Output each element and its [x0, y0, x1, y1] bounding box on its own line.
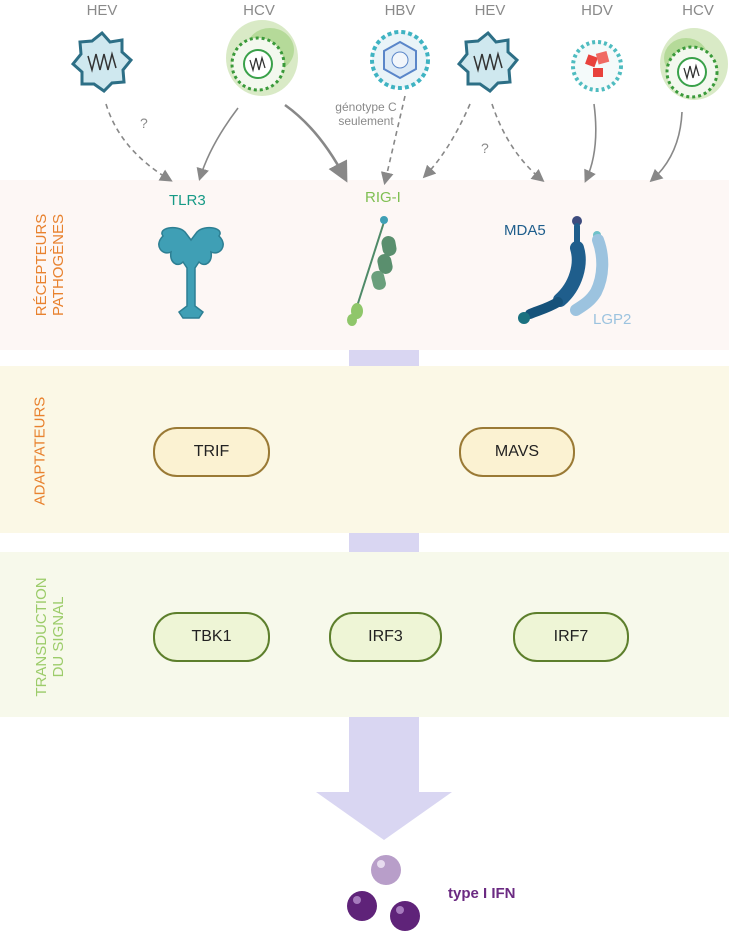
rigi-label: RIG-I — [365, 189, 401, 206]
virus-label-hbv: HBV — [384, 2, 416, 19]
adapters-band — [0, 366, 729, 533]
arrow-hbv-to-rigi — [380, 95, 406, 186]
lgp2-label: LGP2 — [593, 311, 632, 328]
mda5-label: MDA5 — [504, 222, 546, 239]
mavs-adapter: MAVS — [459, 427, 575, 477]
arrow-hcv-to-mda5 — [649, 111, 683, 183]
type-i-ifn-label: type I IFN — [448, 885, 516, 902]
hbv-genotype-note: génotype C seulement — [335, 100, 397, 128]
tbk1-node: TBK1 — [153, 612, 270, 662]
arrow-hev-to-tlr3 — [105, 103, 173, 182]
rigi-receptor-icon — [347, 216, 397, 326]
flow-connector-1 — [349, 350, 419, 366]
hcv-virus-icon — [660, 28, 728, 100]
irf7-label: IRF7 — [553, 628, 589, 645]
arrow-hcv-to-rigi — [284, 103, 348, 183]
hcv-virus-icon — [226, 20, 298, 96]
arrow-hdv-to-mda5 — [584, 103, 597, 183]
irf3-label: IRF3 — [368, 628, 403, 645]
mavs-label: MAVS — [494, 443, 540, 460]
virus-label-hev-1: HEV — [86, 2, 118, 19]
lgp2-receptor-icon — [570, 231, 609, 316]
virus-label-hcv-2: HCV — [682, 2, 714, 19]
hdv-virus-icon — [571, 40, 623, 92]
trif-label: TRIF — [193, 443, 230, 460]
virus-label-hdv: HDV — [581, 2, 613, 19]
unknown-question-mark-2: ? — [481, 140, 489, 156]
output-arrow — [316, 717, 452, 840]
unknown-question-mark-1: ? — [140, 115, 148, 131]
tlr3-label: TLR3 — [169, 192, 206, 209]
flow-connector-2 — [349, 533, 419, 552]
trif-adapter: TRIF — [153, 427, 270, 477]
hbv-virus-icon — [370, 30, 430, 90]
tlr3-receptor-icon — [158, 226, 224, 319]
arrow-hcv-to-tlr3 — [196, 107, 239, 182]
virus-label-hev-2: HEV — [474, 2, 506, 19]
arrow-hev-to-mda5 — [491, 103, 545, 183]
irf3-node: IRF3 — [329, 612, 442, 662]
irf7-node: IRF7 — [513, 612, 629, 662]
mda5-receptor-icon — [518, 216, 586, 324]
hev-virus-icon — [456, 30, 520, 93]
tbk1-label: TBK1 — [191, 628, 232, 645]
type-i-ifn-icon — [347, 855, 420, 931]
virus-label-hcv-1: HCV — [243, 2, 275, 19]
arrow-hev-to-rigi — [422, 103, 471, 179]
hev-virus-icon — [70, 30, 134, 93]
